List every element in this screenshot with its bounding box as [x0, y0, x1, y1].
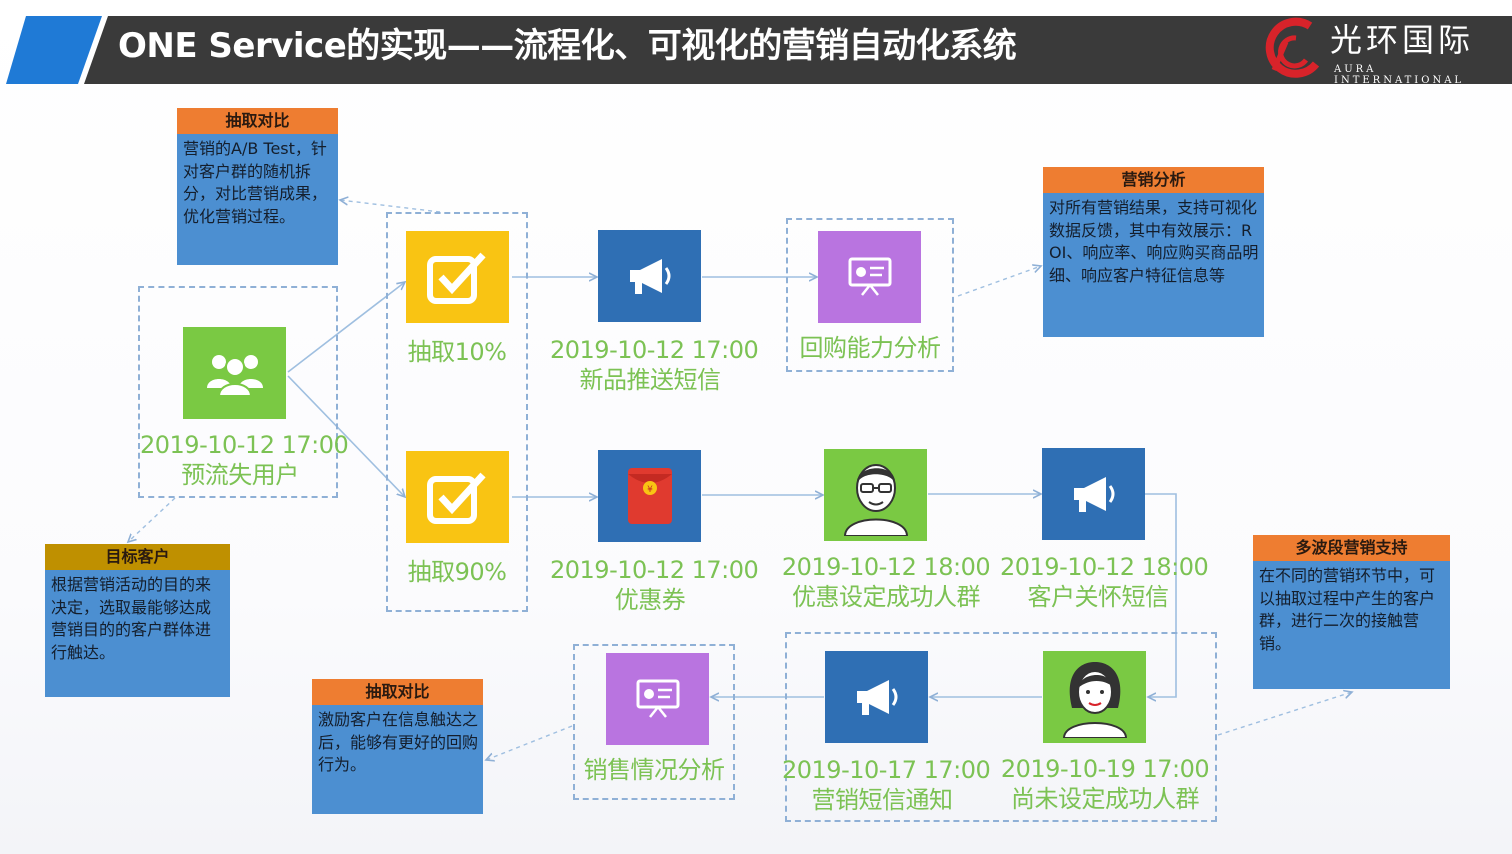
node-extract10-label: 抽取10% [407, 338, 507, 366]
node-care-sms-time: 2019-10-12 18:00 [1000, 553, 1209, 581]
node-start-name: 预流失用户 [181, 461, 299, 489]
node-coupon-tile[interactable]: ¥ [598, 450, 701, 542]
megaphone-icon [1073, 477, 1114, 512]
note-ab-test: 抽取对比 营销的A/B Test，针对客户群的随机拆分，对比营销成果，优化营销过… [177, 108, 338, 265]
presentation-board-icon [636, 679, 679, 718]
header-band [6, 16, 1512, 84]
note-multi-wave-text: 在不同的营销环节中，可以抽取过程中产生的客户群，进行二次的接触营销。 [1259, 566, 1436, 653]
node-not-success-tile[interactable] [1043, 651, 1146, 743]
note-target-text: 根据营销活动的目的来决定，选取最能够达成营销目的的客户群体进行触达。 [51, 575, 212, 662]
node-newsms-name: 新品推送短信 [579, 366, 722, 394]
node-success-time: 2019-10-12 18:00 [781, 553, 991, 581]
pointer-start-box-to-target [128, 497, 176, 542]
man-with-glasses-icon [843, 464, 908, 536]
node-success-label: 2019-10-12 18:00 优惠设定成功人群 [776, 552, 996, 612]
node-coupon-label: 2019-10-12 17:00 优惠券 [550, 555, 759, 615]
checkbox-check-icon [426, 252, 486, 304]
megaphone-icon [856, 680, 897, 715]
node-care-sms-tile[interactable] [1042, 448, 1145, 540]
node-start-tile[interactable] [183, 327, 286, 419]
node-newsms-time: 2019-10-12 17:00 [550, 336, 759, 364]
pointer-repurchase-to-analysis [957, 266, 1041, 297]
node-success-tile[interactable] [824, 449, 927, 541]
header-dark-band [84, 16, 1512, 84]
node-marketing-sms-name: 营销短信通知 [811, 786, 954, 814]
node-marketing-sms-tile[interactable] [825, 651, 928, 743]
note-target-customers: 目标客户 根据营销活动的目的来决定，选取最能够达成营销目的的客户群体进行触达。 [45, 544, 230, 697]
note-multi-wave: 多波段营销支持 在不同的营销环节中，可以抽取过程中产生的客户群，进行二次的接触营… [1253, 535, 1450, 689]
group-box-second-wave [785, 632, 1217, 822]
node-newsms-tile[interactable] [598, 230, 701, 322]
megaphone-icon [629, 259, 670, 294]
node-repurchase-label: 回购能力分析 [799, 334, 942, 362]
note-incentive-title: 抽取对比 [312, 679, 483, 705]
note-multi-wave-title: 多波段营销支持 [1253, 535, 1450, 561]
node-not-success-time: 2019-10-19 17:00 [1000, 755, 1210, 783]
logo-text-cn: 光环国际 [1330, 21, 1475, 59]
note-incentive: 抽取对比 激励客户在信息触达之后，能够有更好的回购行为。 [312, 679, 483, 814]
header-accent-stripe [6, 16, 102, 84]
node-success-name: 优惠设定成功人群 [792, 583, 981, 611]
pointer-extract-box-to-abtest [340, 200, 441, 213]
users-group-icon [206, 355, 263, 396]
logo-mark-icon [1265, 17, 1320, 78]
node-care-sms-name: 客户关怀短信 [1027, 583, 1170, 611]
logo-text-en: AURA INTERNATIONAL [1334, 64, 1465, 86]
node-coupon-name: 优惠券 [614, 586, 686, 614]
svg-text:¥: ¥ [647, 485, 653, 495]
node-newsms-label: 2019-10-12 17:00 新品推送短信 [550, 335, 759, 395]
node-marketing-sms-time: 2019-10-17 17:00 [782, 756, 991, 784]
note-ab-test-text: 营销的A/B Test，针对客户群的随机拆分，对比营销成果，优化营销过程。 [183, 139, 328, 226]
woman-avatar-icon [1062, 662, 1127, 738]
checkbox-check-icon [426, 472, 486, 524]
node-repurchase-tile[interactable] [818, 231, 921, 323]
node-coupon-time: 2019-10-12 17:00 [550, 556, 759, 584]
group-box-extract [386, 212, 528, 612]
red-envelope-icon: ¥ [627, 468, 672, 524]
group-box-start [138, 286, 338, 498]
node-not-success-label: 2019-10-19 17:00 尚未设定成功人群 [998, 754, 1212, 814]
node-marketing-sms-label: 2019-10-17 17:00 营销短信通知 [782, 755, 991, 815]
node-start-time: 2019-10-12 17:00 [140, 431, 349, 459]
node-sales-analysis-label: 销售情况分析 [583, 756, 726, 784]
note-analysis-title: 营销分析 [1043, 167, 1264, 193]
pointer-sales-to-incentive [486, 725, 573, 760]
note-analysis-text: 对所有营销结果，支持可视化数据反馈，其中有效展示：ROI、响应率、响应购买商品明… [1049, 198, 1259, 285]
node-not-success-name: 尚未设定成功人群 [1011, 785, 1200, 813]
note-ab-test-title: 抽取对比 [177, 108, 338, 134]
note-target-title: 目标客户 [45, 544, 230, 570]
group-box-repurchase [786, 218, 954, 372]
note-marketing-analysis: 营销分析 对所有营销结果，支持可视化数据反馈，其中有效展示：ROI、响应率、响应… [1043, 167, 1264, 337]
presentation-board-icon [848, 257, 891, 296]
node-start-label: 2019-10-12 17:00 预流失用户 [140, 430, 349, 490]
page-title: ONE Service的实现——流程化、可视化的营销自动化系统 [118, 26, 1017, 66]
note-incentive-text: 激励客户在信息触达之后，能够有更好的回购行为。 [318, 710, 479, 774]
node-care-sms-label: 2019-10-12 18:00 客户关怀短信 [1000, 552, 1209, 612]
group-box-sales [573, 644, 735, 800]
node-extract90-label: 抽取90% [407, 558, 507, 586]
node-extract10-tile[interactable] [406, 231, 509, 323]
node-sales-analysis-tile[interactable] [606, 653, 709, 745]
pointer-bottom-box-to-multiwave [1217, 692, 1352, 736]
node-extract90-tile[interactable] [406, 451, 509, 543]
